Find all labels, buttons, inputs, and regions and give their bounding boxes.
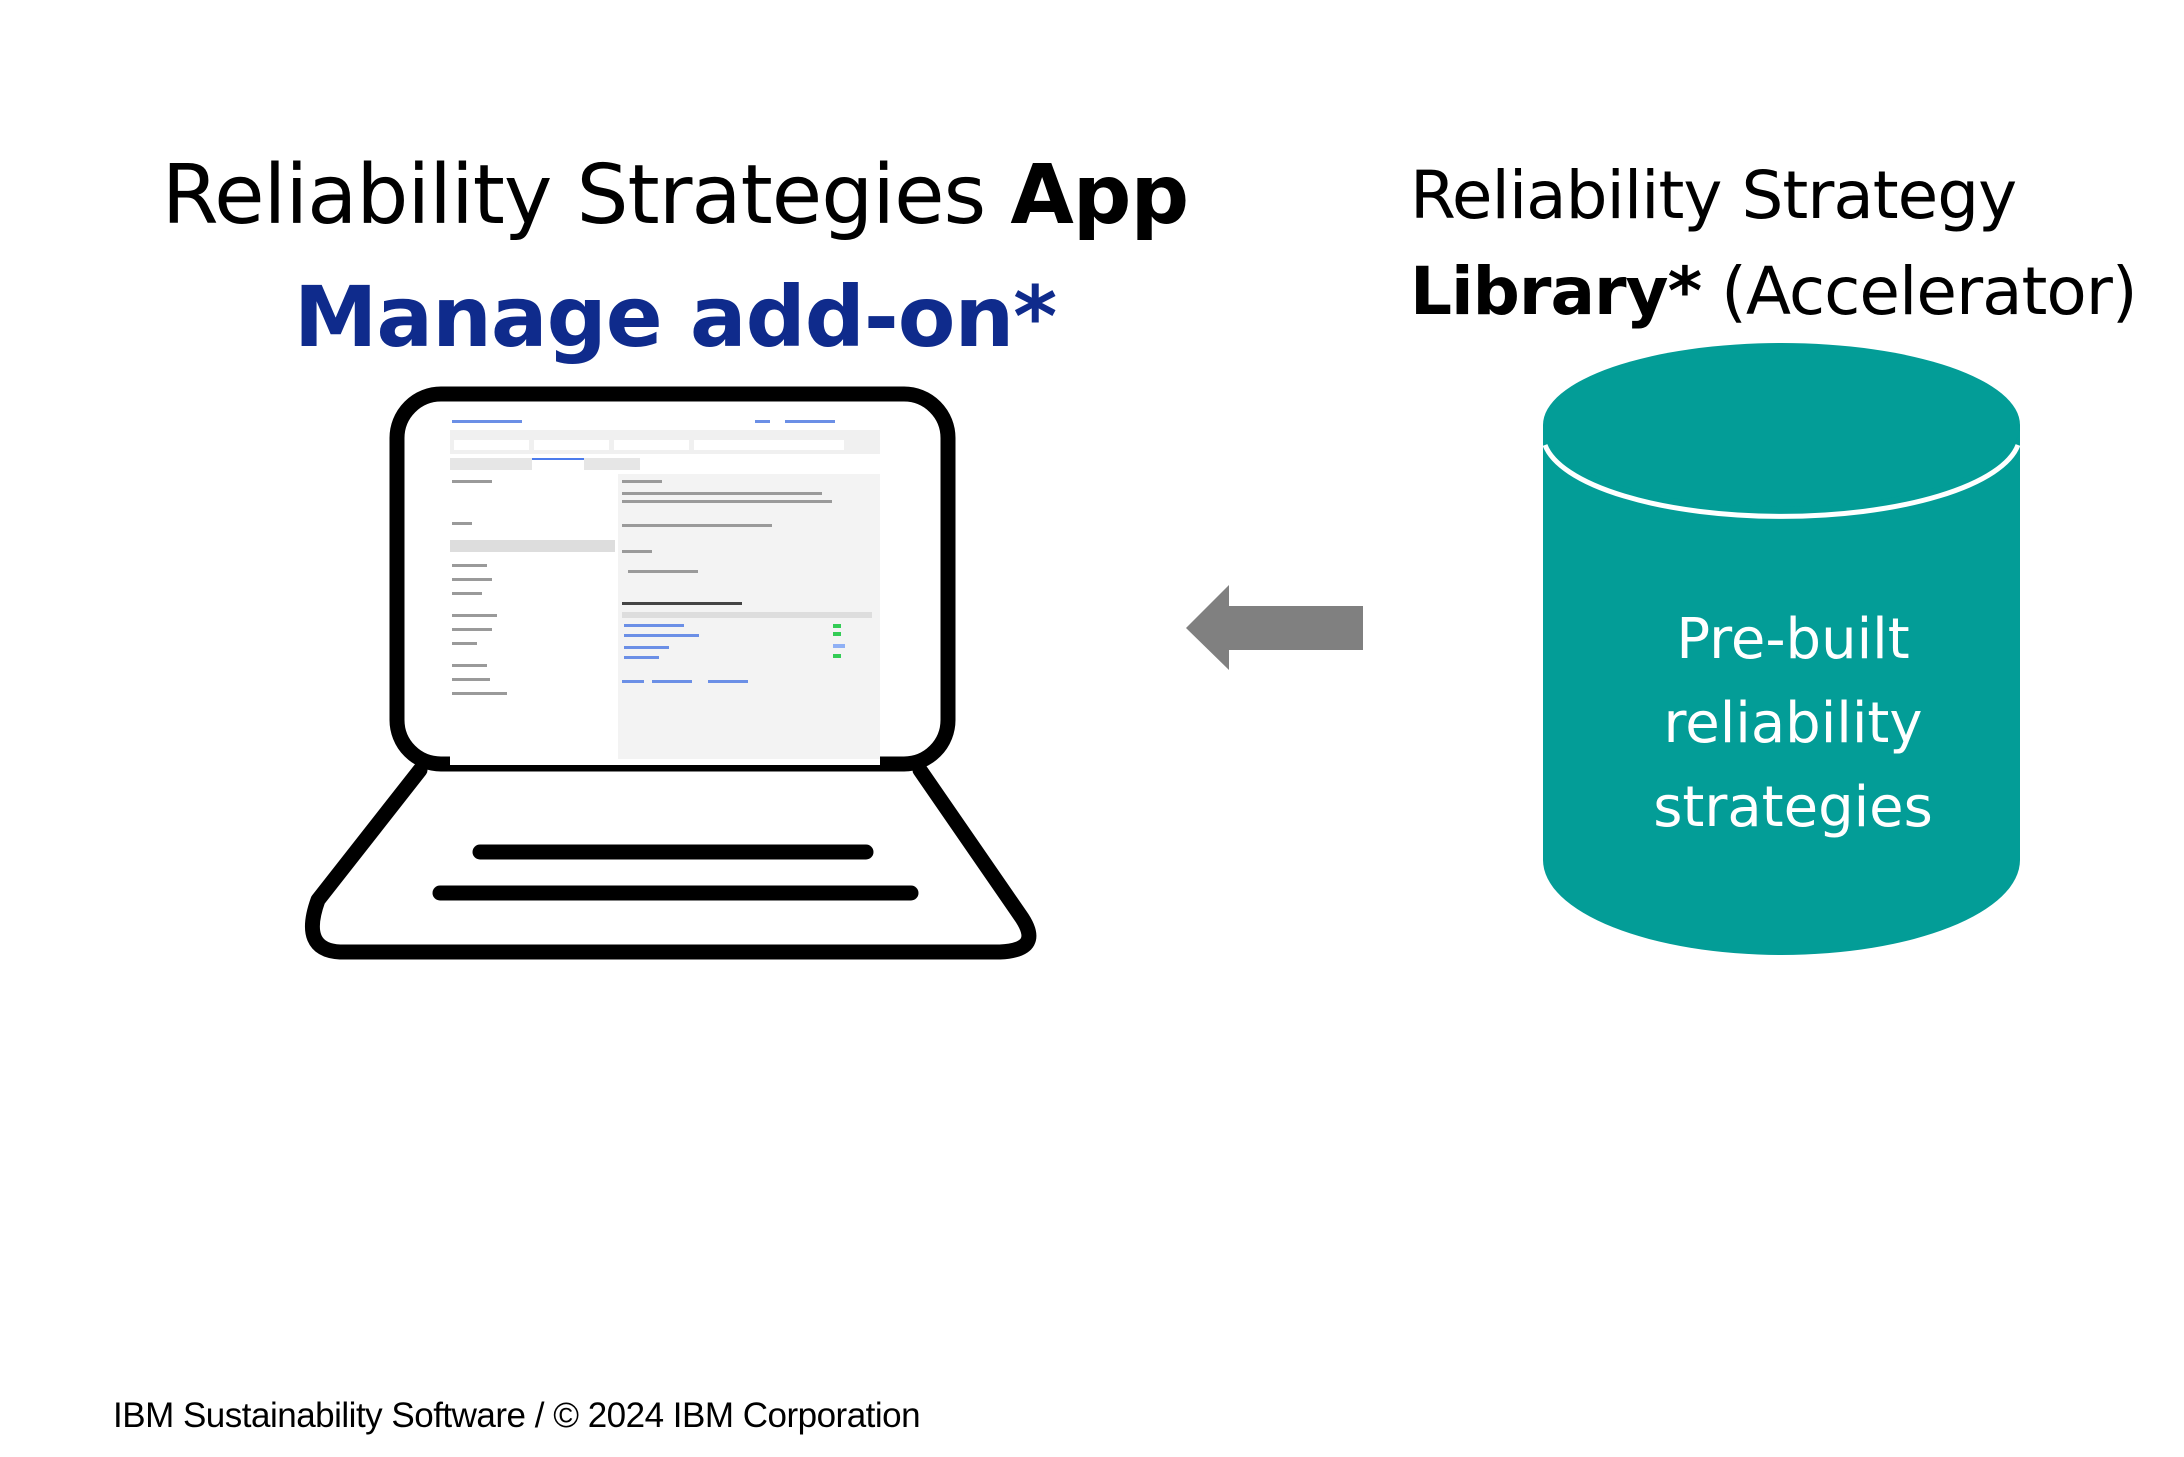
laptop-base bbox=[304, 762, 1037, 960]
laptop-icon bbox=[304, 386, 1037, 960]
library-heading: Reliability Strategy Library* (Accelerat… bbox=[1410, 148, 2138, 340]
arrow-left-icon bbox=[1186, 585, 1363, 670]
mini-tabs bbox=[450, 458, 640, 472]
library-heading-line1: Reliability Strategy bbox=[1410, 157, 2017, 234]
library-heading-suffix: (Accelerator) bbox=[1701, 253, 2138, 330]
database-body bbox=[1543, 425, 2020, 956]
footer-copyright: IBM Sustainability Software / © 2024 IBM… bbox=[113, 1396, 921, 1435]
mini-header bbox=[450, 418, 880, 426]
database-label-line-2: reliability bbox=[1664, 691, 1923, 756]
library-heading-line2: Library* (Accelerator) bbox=[1410, 244, 2138, 340]
mini-left-panel bbox=[450, 474, 615, 765]
mini-filter-bar bbox=[450, 430, 880, 454]
app-screenshot-thumbnail bbox=[450, 410, 880, 765]
library-heading-bold: Library* bbox=[1410, 253, 1702, 330]
addon-subtitle: Manage add-on* bbox=[293, 268, 1057, 366]
app-heading-regular: Reliability Strategies bbox=[161, 148, 1011, 243]
database-rim bbox=[1542, 444, 2021, 519]
app-heading-bold: App bbox=[1010, 148, 1189, 243]
app-heading: Reliability Strategies App bbox=[0, 148, 1350, 243]
database-top bbox=[1543, 343, 2020, 507]
mini-detail-panel bbox=[618, 474, 880, 759]
database-label-line-3: strategies bbox=[1653, 775, 1933, 840]
database-label-line-1: Pre-built bbox=[1676, 607, 1909, 672]
database-icon: Pre-built reliability strategies bbox=[1542, 343, 2021, 956]
